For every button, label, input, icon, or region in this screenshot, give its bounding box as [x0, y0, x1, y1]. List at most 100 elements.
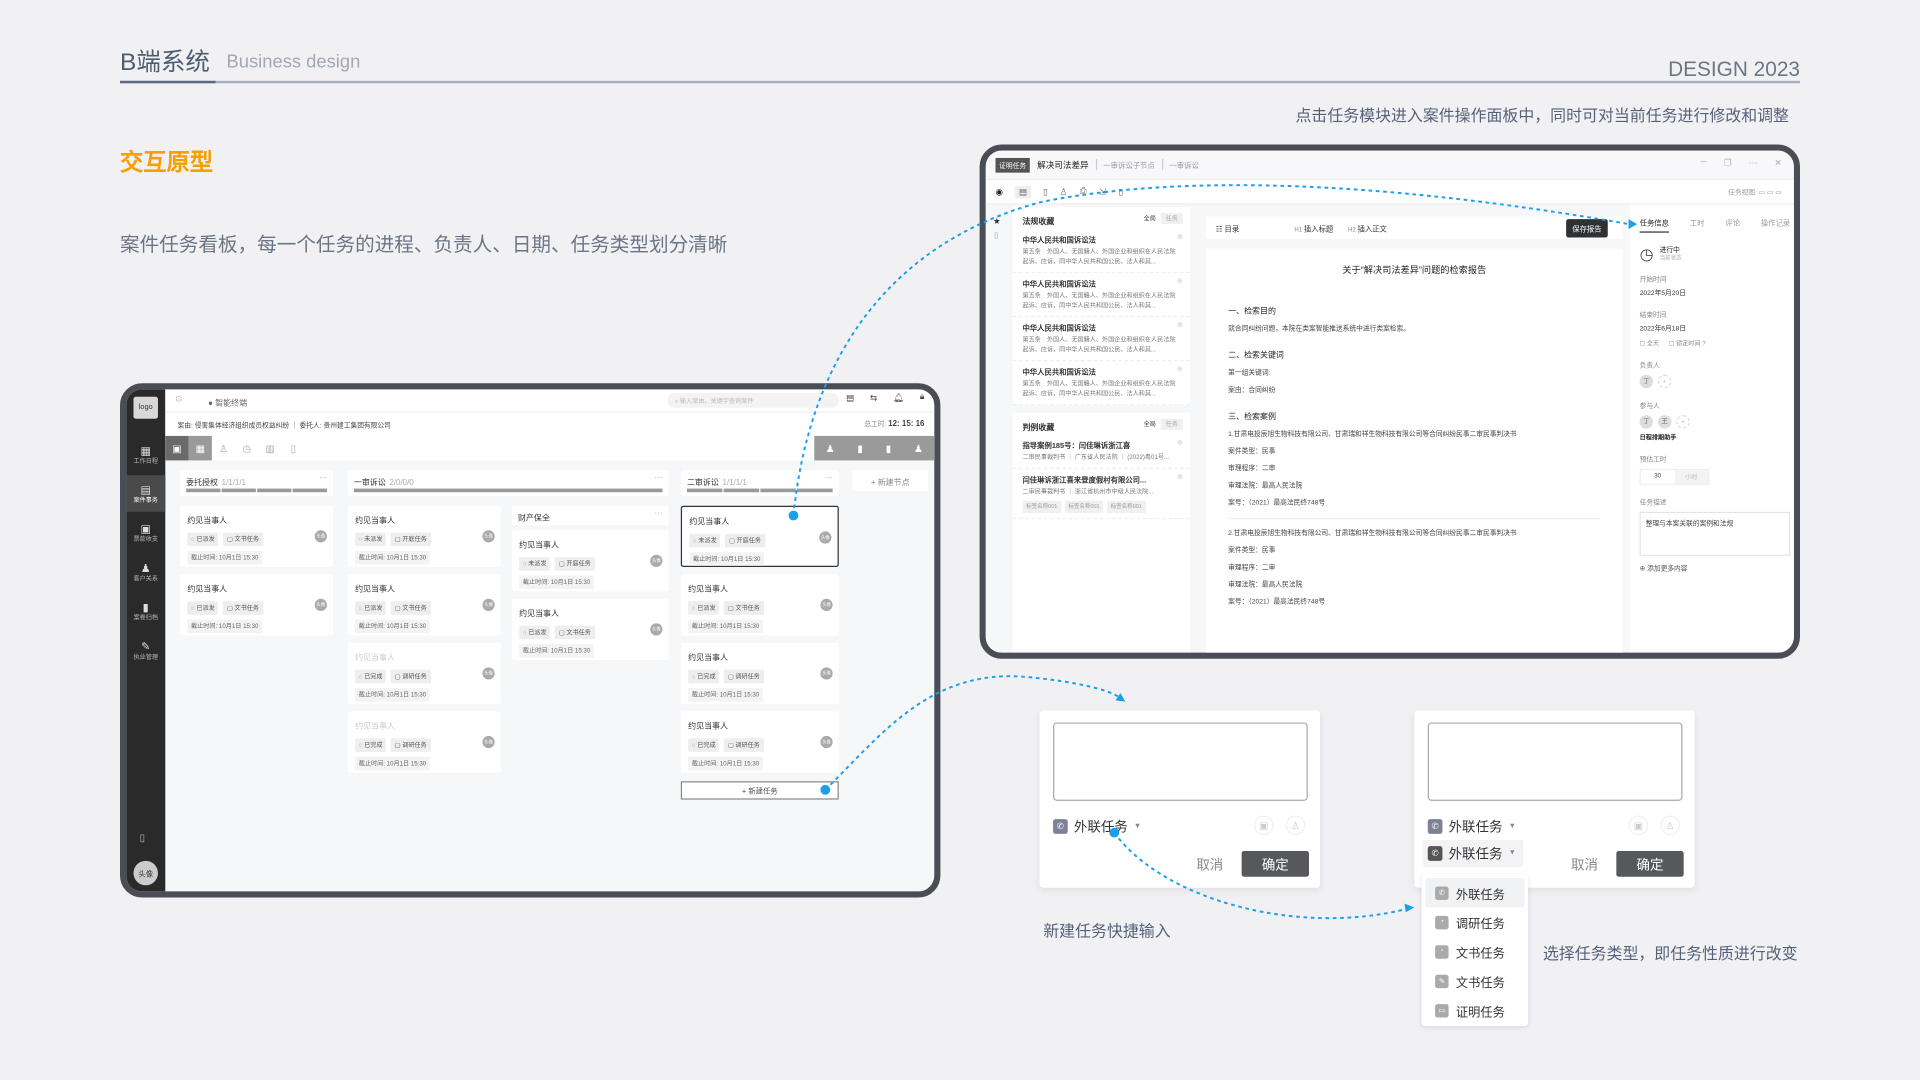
- minimize-icon[interactable]: ─: [1700, 157, 1707, 167]
- avatar[interactable]: 头像: [133, 860, 158, 886]
- report-document[interactable]: 关于“解决司法差异”问题的检索报告 一、检索目的就合同纠纷问题，本院在类案智能推…: [1206, 248, 1623, 653]
- bookmark-icon[interactable]: ▯: [1042, 187, 1048, 197]
- maximize-icon[interactable]: ❐: [1723, 159, 1732, 168]
- assignee-avatar[interactable]: 头像: [482, 735, 495, 749]
- calendar-icon[interactable]: ▥: [265, 442, 275, 454]
- confirm-button[interactable]: 确定: [1241, 851, 1309, 877]
- estimate-value[interactable]: 30: [1654, 472, 1662, 481]
- clipboard-icon[interactable]: ▤: [1015, 185, 1031, 198]
- stamp-icon[interactable]: ♙: [1059, 187, 1068, 197]
- start-time-value[interactable]: 2022年5月20日: [1639, 290, 1687, 298]
- add-circle-icon[interactable]: ⊕: [1176, 233, 1183, 242]
- scheduler-link[interactable]: 日程排期助手: [1639, 434, 1677, 443]
- tab-3[interactable]: 操作记录: [1760, 220, 1791, 228]
- add-circle-icon[interactable]: ⊕: [1176, 473, 1183, 482]
- task-type-select[interactable]: ✆外联任务▼: [1053, 817, 1141, 837]
- assignee-avatar[interactable]: 头像: [482, 667, 495, 680]
- add-member-icon[interactable]: +: [1676, 415, 1690, 429]
- task-textarea[interactable]: [1053, 722, 1308, 801]
- case-scope-toggle[interactable]: 全局任务: [1138, 418, 1183, 430]
- sidebar-item[interactable]: ▤案件事务: [126, 475, 166, 512]
- dropdown-option[interactable]: ✆外联任务: [1425, 877, 1525, 908]
- bell-icon[interactable]: 🔔︎: [893, 394, 904, 403]
- people-icon[interactable]: ♙: [219, 442, 228, 454]
- tab-2[interactable]: 评论: [1725, 220, 1740, 228]
- assignee-avatar[interactable]: 头像: [650, 623, 663, 636]
- new-task-button[interactable]: + 新建任务: [680, 781, 839, 800]
- assignee-avatar[interactable]: 头像: [820, 667, 833, 680]
- attachment-icon[interactable]: ▯: [1118, 187, 1124, 197]
- calendar-icon[interactable]: ▣: [1253, 815, 1274, 836]
- law-item[interactable]: 中华人民共和国诉讼法第五条 外国人、无国籍人、外国企业和组织在人民法院起诉、应诉…: [1012, 229, 1191, 274]
- breadcrumb-subnode[interactable]: 一审诉讼子节点: [1095, 159, 1155, 171]
- add-circle-icon[interactable]: ⊕: [1176, 366, 1183, 374]
- insert-body-button[interactable]: H2 插入正文: [1348, 222, 1387, 233]
- team-icon[interactable]: ♟: [825, 442, 835, 454]
- sidebar-item[interactable]: ▣票款收支: [126, 514, 165, 551]
- end-time-value[interactable]: 2022年6月18日: [1639, 325, 1687, 334]
- document-icon[interactable]: ▯: [994, 232, 999, 241]
- cancel-button[interactable]: 取消: [1196, 858, 1224, 874]
- allday-checkbox[interactable]: ☐ 全天: [1639, 340, 1660, 348]
- task-type-select[interactable]: ✆外联任务▼: [1427, 817, 1516, 837]
- cancel-button[interactable]: 取消: [1571, 858, 1598, 874]
- law-item[interactable]: 中华人民共和国诉讼法第五条 外国人、无国籍人、外国企业和组织在人民法院起诉、应诉…: [1012, 273, 1191, 318]
- more-icon[interactable]: ···: [654, 509, 663, 518]
- assignee-avatar[interactable]: 头像: [482, 598, 495, 612]
- file-icon[interactable]: ▯: [290, 442, 296, 454]
- add-circle-icon[interactable]: ⊕: [1176, 277, 1183, 286]
- scope-task[interactable]: 任务: [1165, 215, 1178, 223]
- save-report-button[interactable]: 保存报告: [1566, 219, 1608, 238]
- description-textarea[interactable]: 整理与本案关联的案例和法规: [1639, 511, 1791, 556]
- tab-1[interactable]: 工时: [1689, 220, 1705, 228]
- scope-task[interactable]: 任务: [1165, 421, 1178, 429]
- board-view-icon[interactable]: ▣: [165, 435, 189, 461]
- calculator-icon[interactable]: ▤: [845, 394, 855, 403]
- task-textarea[interactable]: [1427, 722, 1683, 801]
- star-icon[interactable]: ★: [993, 217, 1001, 227]
- new-node-button[interactable]: + 新建节点: [852, 470, 929, 492]
- clock-icon[interactable]: ◉: [995, 187, 1003, 197]
- more-icon[interactable]: ⋯: [1748, 159, 1758, 168]
- book-icon[interactable]: ▯: [139, 832, 145, 844]
- dropdown-option[interactable]: ▫文书任务: [1425, 937, 1524, 966]
- member-avatar[interactable]: 丁: [1639, 415, 1654, 429]
- add-user-icon[interactable]: ♙: [1285, 815, 1306, 836]
- task-type-select-open[interactable]: ✆外联任务▼: [1422, 840, 1524, 867]
- assignee-avatar[interactable]: 头像: [650, 554, 663, 567]
- switch-icon[interactable]: ⇆: [870, 394, 878, 403]
- tab-0[interactable]: 任务信息: [1639, 217, 1669, 233]
- user-icon[interactable]: ♟: [914, 442, 923, 454]
- play-icon[interactable]: ⊙: [175, 395, 183, 405]
- sidebar-item[interactable]: ♟客户关系: [126, 553, 165, 590]
- more-icon[interactable]: ···: [654, 473, 663, 483]
- confirm-button[interactable]: 确定: [1616, 851, 1684, 877]
- sidebar-item[interactable]: ▮案卷归档: [126, 593, 165, 630]
- more-icon[interactable]: ···: [318, 473, 327, 483]
- case-tag[interactable]: 标签名称001: [1022, 500, 1062, 514]
- export-icon[interactable]: ⇲: [1098, 187, 1107, 197]
- close-icon[interactable]: ✕: [1774, 159, 1782, 168]
- lock-time-checkbox[interactable]: ☐ 锁定时间 ?: [1668, 340, 1706, 348]
- toc-button[interactable]: ☷ 目录: [1216, 222, 1239, 233]
- timer-icon[interactable]: ◷: [242, 442, 252, 454]
- dropdown-option[interactable]: ◔调研任务: [1425, 907, 1524, 936]
- add-circle-icon[interactable]: ⊕: [1176, 322, 1183, 330]
- scope-all[interactable]: 全局: [1138, 213, 1161, 225]
- dropdown-option[interactable]: ▭证明任务: [1425, 996, 1524, 1025]
- add-circle-icon[interactable]: ⊕: [1176, 439, 1183, 447]
